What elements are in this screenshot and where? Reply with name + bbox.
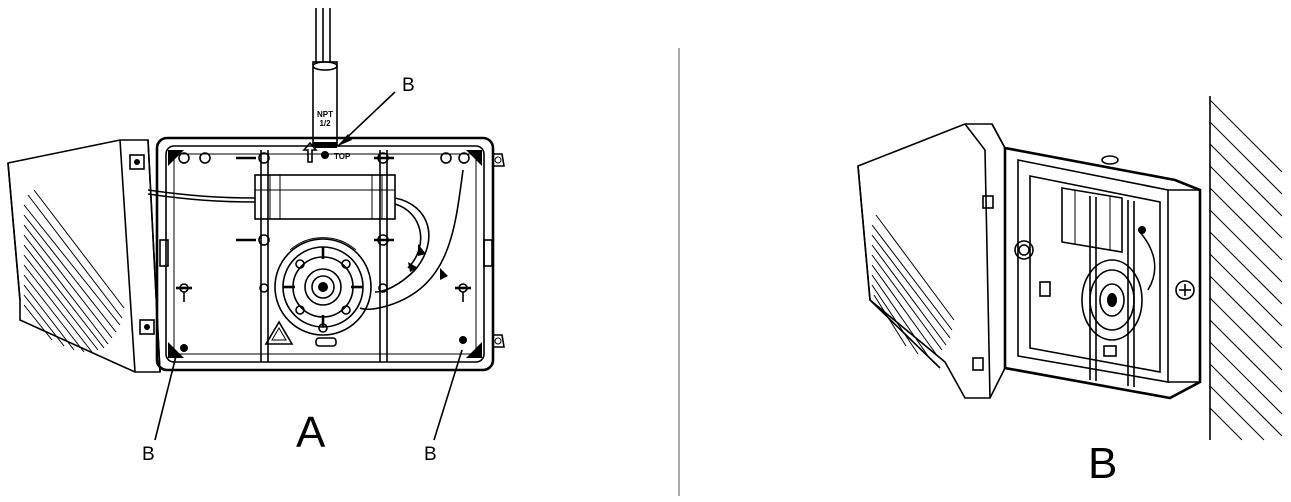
callout-b-left: B: [142, 444, 155, 465]
callout-b-right: B: [424, 444, 437, 465]
driver-module: [254, 174, 396, 220]
hood-louvers: [23, 189, 125, 353]
mounting-screws: [178, 152, 470, 352]
mounting-rails: [236, 150, 394, 362]
top-label: TOP: [334, 152, 351, 161]
callout-leaders-a: [154, 91, 463, 441]
lamp-socket-assembly: [274, 237, 372, 336]
panel-b-drawing: [857, 96, 1283, 441]
back-box-perspective: [1003, 146, 1202, 400]
top-orientation-marker: [302, 141, 329, 163]
supply-wires: [315, 8, 331, 62]
back-box: [155, 136, 505, 372]
recycle-symbol: [264, 320, 294, 345]
cover-wire: [147, 189, 256, 199]
conduit-pipe: [312, 61, 338, 148]
wall-hatching: [1209, 96, 1283, 441]
panel-b-caption: B: [1088, 439, 1117, 488]
hood-louvers-b: [871, 214, 955, 357]
callout-b-top: B: [402, 75, 415, 96]
keyhole-slots: [176, 283, 471, 302]
panel-a-caption: A: [296, 408, 326, 457]
panel-a-drawing: NPT 1/2: [7, 8, 505, 441]
ground-plug: [315, 337, 337, 347]
hood-cover-perspective: [857, 123, 1006, 399]
pipe-label-size: 1/2: [319, 119, 331, 128]
hood-cover-open: [7, 139, 161, 373]
pipe-label-npt: NPT: [317, 110, 333, 119]
